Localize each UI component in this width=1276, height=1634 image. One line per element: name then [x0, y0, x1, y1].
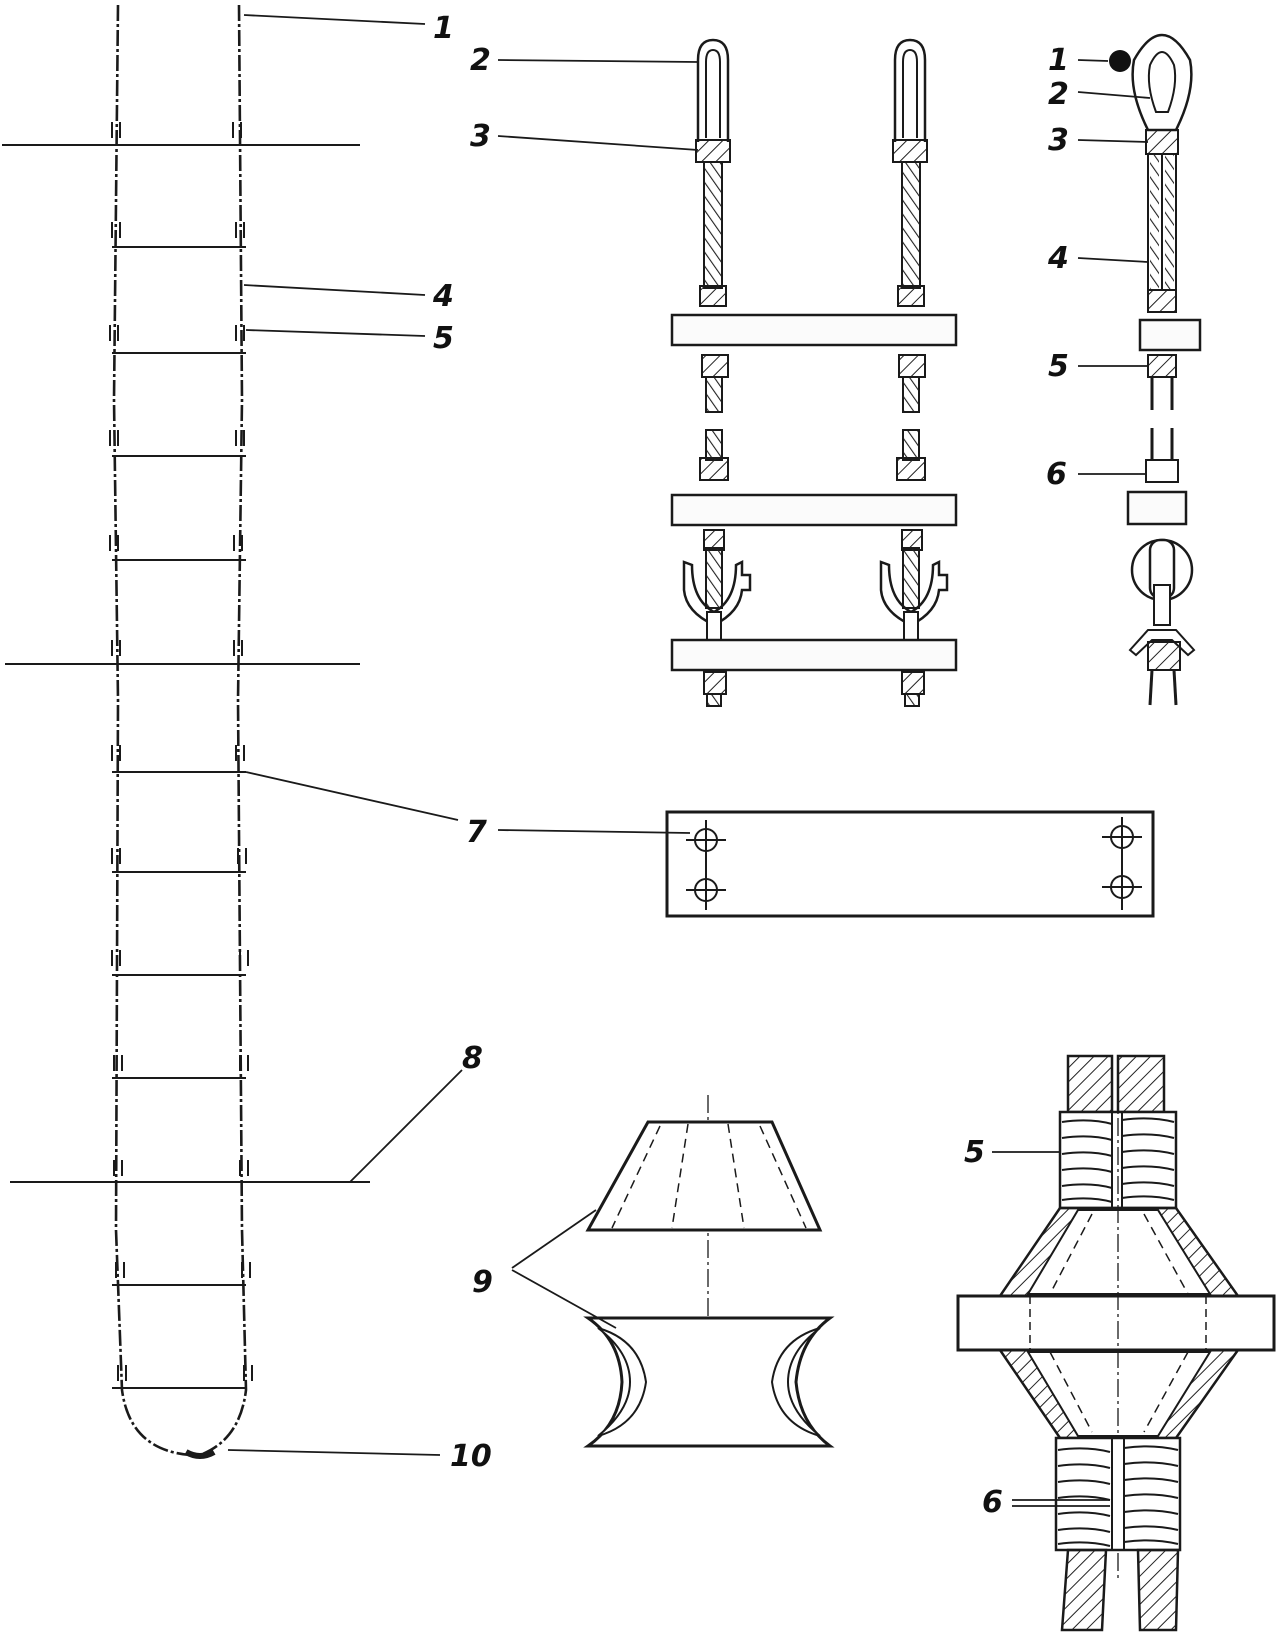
detail-b-label-1: 1	[1048, 43, 1069, 78]
link-pin	[1153, 584, 1171, 626]
rung-plank-detail	[497, 810, 1155, 918]
plank-outline	[665, 810, 1155, 918]
ladder-left-rope	[112, 4, 191, 1457]
rung-plank	[670, 493, 958, 527]
seizing	[901, 671, 925, 695]
leader-plank-7	[497, 829, 691, 834]
seizing	[703, 671, 727, 695]
leader-detail-b-3	[1077, 139, 1149, 143]
detail-b-thimble-side: 1 2 3 4 5 6	[1046, 33, 1202, 706]
ladder-label-4: 4	[432, 279, 454, 314]
seizing	[1147, 641, 1181, 671]
seizing	[1147, 354, 1177, 378]
leader-detail-b-4	[1077, 257, 1149, 263]
leader-chock-bottom	[511, 1269, 617, 1329]
leader-ladder-5	[245, 329, 426, 337]
eye-loop-inner	[902, 48, 918, 138]
seizing	[898, 354, 926, 378]
detail-a-label-3: 3	[470, 119, 491, 154]
leader-ladder-4	[243, 284, 426, 296]
joint-label-5: 5	[964, 1135, 985, 1170]
joint-label-6: 6	[982, 1485, 1003, 1520]
hook-fork	[1128, 629, 1196, 657]
ladder-spreaders	[2, 144, 370, 1183]
ladder-right-rope	[199, 4, 248, 1457]
detail-b-label-2: 2	[1048, 77, 1069, 112]
leader-ladder-7	[245, 771, 459, 821]
clamp	[1145, 459, 1179, 483]
eye-loop	[696, 38, 730, 142]
chock-label-9: 9	[472, 1265, 493, 1300]
plank-holes	[686, 817, 1142, 910]
joint-section: 5 6	[956, 1054, 1276, 1632]
rope	[703, 161, 723, 289]
rope	[706, 693, 722, 707]
rope	[902, 547, 920, 609]
rope	[705, 547, 723, 609]
rope-section	[1136, 1548, 1180, 1632]
seizing-turns-upper	[1061, 1117, 1175, 1203]
chock-details: 9	[472, 1095, 835, 1448]
rung-end	[1138, 318, 1202, 352]
rope	[904, 693, 920, 707]
detail-b-label-5: 5	[1048, 349, 1069, 384]
rope	[902, 376, 920, 413]
eye-loop	[893, 38, 927, 142]
seizing	[701, 354, 729, 378]
rope	[705, 429, 723, 461]
ladder-label-7: 7	[466, 815, 487, 850]
seizing	[699, 285, 727, 307]
lower-seizing	[1054, 1436, 1182, 1552]
rung-plank	[670, 638, 958, 672]
rope	[902, 429, 920, 461]
ladder-label-8: 8	[462, 1041, 483, 1076]
seizing	[896, 457, 926, 481]
thimble	[1131, 33, 1193, 132]
detail-a-label-2: 2	[470, 43, 491, 78]
rung-plank	[670, 313, 958, 347]
seizing	[897, 285, 925, 307]
seizing	[699, 457, 729, 481]
chock-bottom	[583, 1316, 835, 1448]
chock-top	[585, 1120, 823, 1232]
seizing	[1145, 129, 1179, 155]
detail-a-rung-attachment: 2 3	[470, 38, 958, 707]
rope-section	[1116, 1054, 1166, 1114]
leader-detail-b-1	[1077, 59, 1109, 62]
leader-ladder-8	[349, 1069, 463, 1183]
seizing	[1147, 289, 1177, 313]
ladder-label-5: 5	[433, 321, 454, 356]
leader-ladder-1	[243, 14, 426, 25]
leader-detail-b-2	[1077, 91, 1151, 99]
thimble-inner	[1147, 50, 1177, 113]
bolt-head	[1109, 50, 1131, 72]
leader-detail-a-2	[497, 59, 699, 63]
eye-loop-inner	[705, 48, 721, 138]
rope	[705, 376, 723, 413]
leader-chock-top	[511, 1209, 597, 1269]
rope-section	[1060, 1548, 1108, 1632]
seizing	[695, 139, 731, 163]
ladder-label-1: 1	[433, 11, 454, 46]
leader-ladder-10	[227, 1449, 441, 1456]
leader-detail-a-3	[497, 135, 699, 151]
detail-b-label-4: 4	[1047, 241, 1069, 276]
plank-section	[956, 1294, 1276, 1352]
rope-ladder: 1 4 5 7 8 10	[2, 4, 492, 1474]
seizing	[892, 139, 928, 163]
detail-b-label-6: 6	[1046, 457, 1067, 492]
ladder-bottom-knot	[184, 1449, 216, 1459]
rung-end	[1126, 490, 1188, 526]
rope-section	[1066, 1054, 1114, 1114]
detail-b-label-3: 3	[1048, 123, 1069, 158]
ladder-seizings	[109, 122, 253, 1381]
rope	[901, 161, 921, 289]
ladder-label-10: 10	[450, 1439, 492, 1474]
ladder-rungs	[112, 246, 246, 1389]
